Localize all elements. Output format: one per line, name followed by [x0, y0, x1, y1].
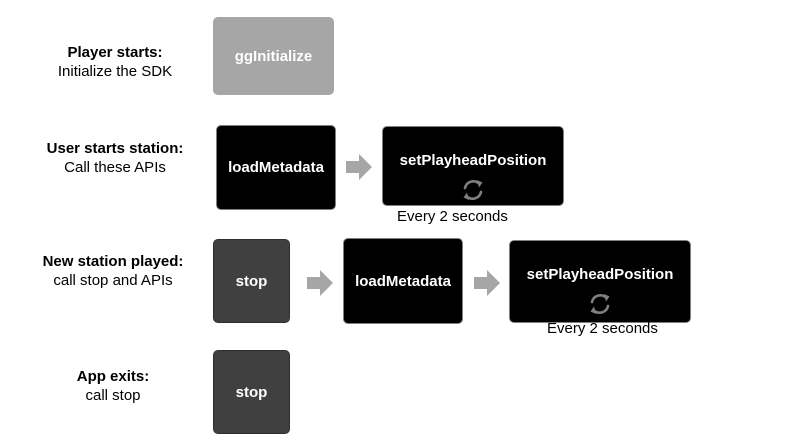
interval-note: Every 2 seconds	[397, 208, 508, 225]
step-box-stop: stop	[213, 239, 290, 323]
step-box-loadmetadata: loadMetadata	[216, 125, 336, 210]
right-arrow-icon	[474, 270, 500, 296]
refresh-icon	[590, 294, 610, 314]
step-label: setPlayheadPosition	[399, 152, 547, 169]
step-label: loadMetadata	[228, 159, 324, 176]
row-subheading: call stop and APIs	[53, 272, 173, 289]
step-box-gginitialize: ggInitialize	[213, 17, 334, 95]
row-heading: New station played:	[42, 253, 184, 270]
step-label: loadMetadata	[355, 272, 451, 290]
step-box-setplayheadposition: setPlayheadPosition	[509, 240, 691, 323]
right-arrow-icon	[307, 270, 333, 296]
row-label-app-exits: App exits: call stop	[38, 367, 188, 405]
row-heading: App exits:	[76, 368, 150, 385]
step-box-stop: stop	[213, 350, 290, 434]
step-box-loadmetadata: loadMetadata	[343, 238, 463, 324]
row-subheading: Initialize the SDK	[57, 63, 173, 80]
step-label: stop	[235, 383, 268, 401]
right-arrow-icon	[346, 154, 372, 180]
step-label: ggInitialize	[234, 47, 313, 65]
step-label: stop	[235, 272, 268, 290]
row-subheading: call stop	[85, 387, 141, 404]
step-label: setPlayheadPosition	[526, 266, 674, 283]
step-box-setplayheadposition: setPlayheadPosition	[382, 126, 564, 206]
row-label-user-starts-station: User starts station: Call these APIs	[25, 139, 205, 177]
row-subheading: Call these APIs	[64, 159, 166, 176]
interval-note: Every 2 seconds	[547, 320, 658, 337]
refresh-icon	[463, 180, 483, 200]
row-heading: Player starts:	[67, 44, 163, 61]
row-heading: User starts station:	[46, 140, 184, 157]
row-label-player-starts: Player starts: Initialize the SDK	[40, 43, 190, 81]
row-label-new-station-played: New station played: call stop and APIs	[23, 252, 203, 290]
